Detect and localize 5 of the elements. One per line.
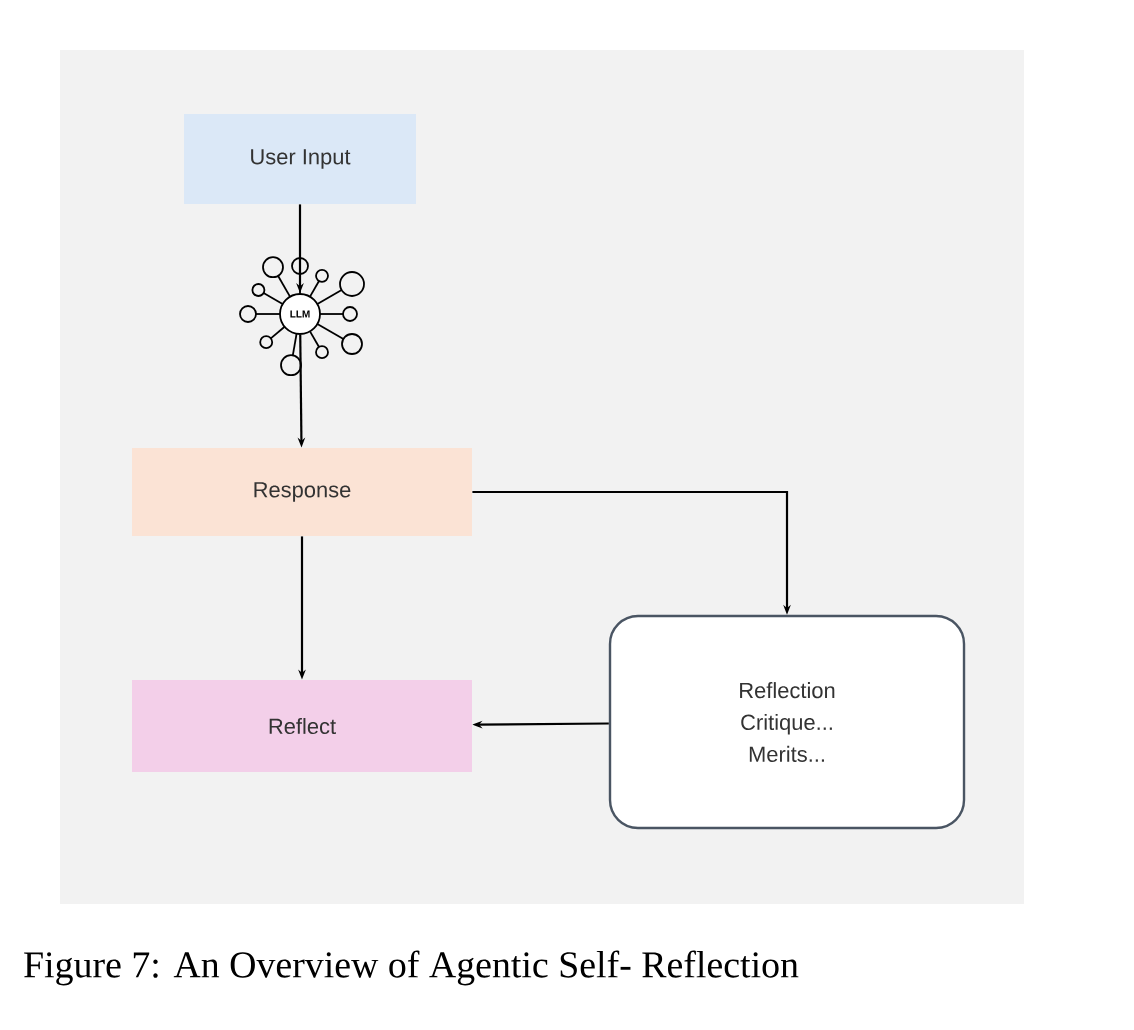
reflection-box: Reflection Critique... Merits... — [608, 614, 966, 830]
process-box: User Input — [184, 114, 416, 204]
process-box: Reflect — [132, 680, 472, 772]
process-box: Response — [132, 448, 472, 536]
caption: Figure 7: An Overview of Agentic Self- Reflection — [24, 950, 799, 986]
